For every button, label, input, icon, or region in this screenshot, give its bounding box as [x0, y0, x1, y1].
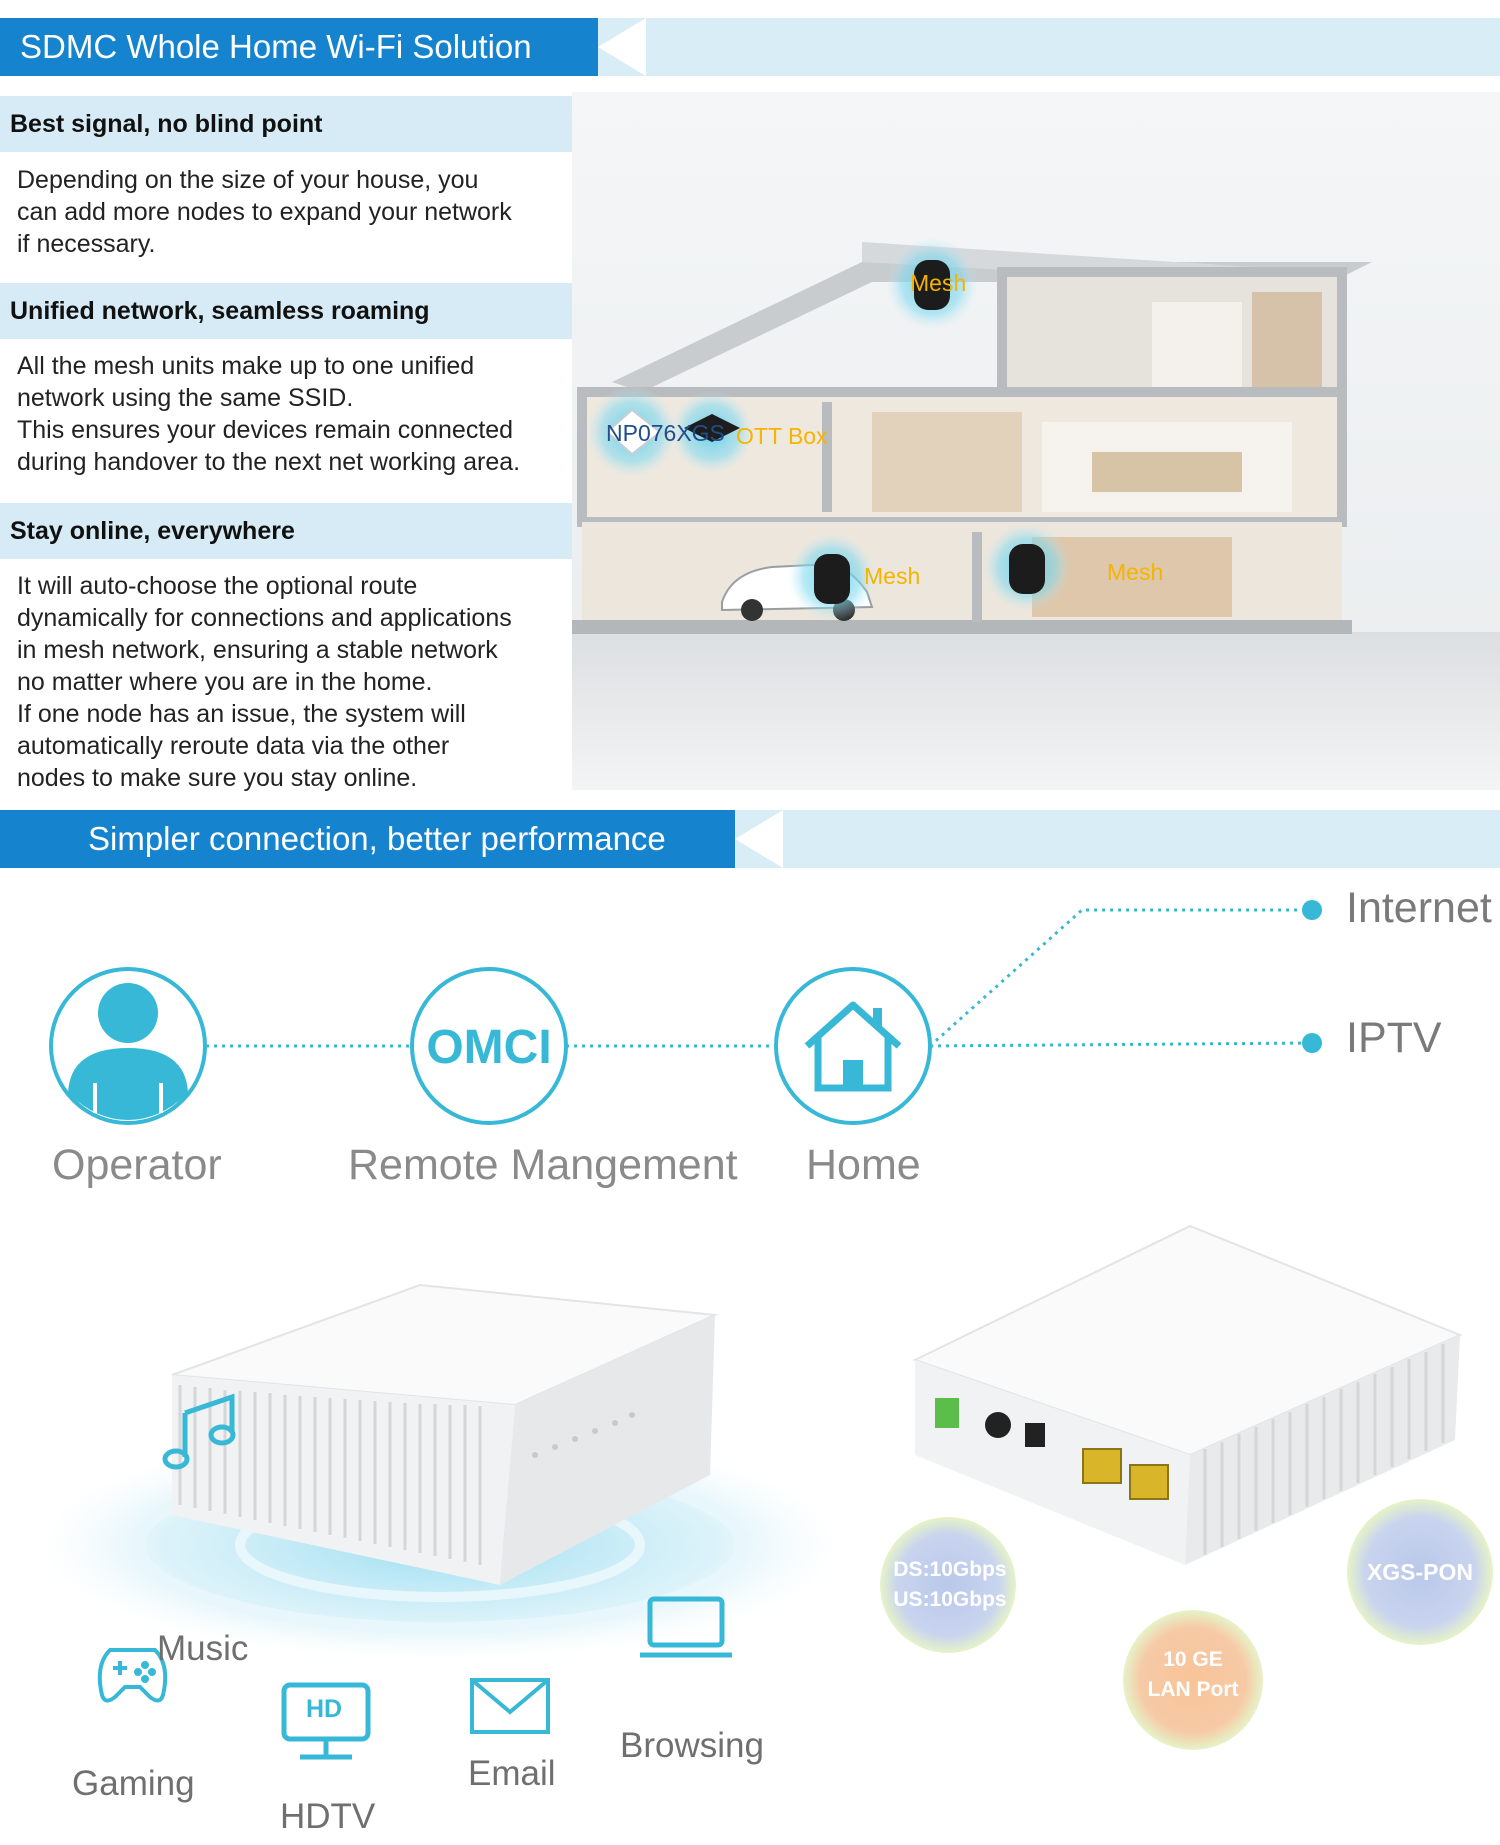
lan-bubble [1123, 1610, 1263, 1750]
feature-line: If one node has an issue, the system wil… [17, 700, 466, 728]
browsing-label: Browsing [620, 1726, 764, 1765]
onu-label: NP076XGS [606, 420, 725, 446]
feature-line: during handover to the next net working … [17, 448, 521, 476]
onu-device-front [171, 1283, 719, 1585]
feature-line: nodes to make sure you stay online. [17, 764, 418, 792]
gaming-label: Gaming [72, 1764, 195, 1803]
connection-svg: OMCI [49, 900, 1322, 1125]
lan-line-1: 10 GE [1163, 1648, 1223, 1671]
feature-line: if necessary. [17, 230, 156, 258]
dc-jack [1025, 1423, 1045, 1447]
music-label: Music [157, 1629, 249, 1668]
mid-banner-title: Simpler connection, better performance [0, 810, 735, 868]
feature-line: network using the same SSID. [17, 384, 354, 412]
iptv-dot [1302, 1033, 1322, 1053]
speed-text: DS:10Gbps US:10Gbps [880, 1555, 1020, 1615]
connection-diagram: OMCI Operator Remote Mangement Home Inte… [0, 868, 1500, 1208]
email-icon [470, 1678, 550, 1734]
speed-ds: DS:10Gbps [893, 1558, 1007, 1581]
feature-line: in mesh network, ensuring a stable netwo… [17, 636, 498, 664]
feature-title-signal: Best signal, no blind point [0, 96, 572, 152]
feature-body-signal: Depending on the size of your house, you… [17, 164, 572, 260]
top-banner-arrow [598, 18, 646, 76]
home-label: Home [806, 1141, 921, 1189]
hdtv-label: HDTV [280, 1797, 376, 1836]
power-button [985, 1412, 1011, 1438]
feature-line: can add more nodes to expand your networ… [17, 198, 512, 226]
feature-body-roaming: All the mesh units make up to one unifie… [17, 350, 572, 478]
devices-svg [40, 1225, 1493, 1760]
mid-banner-arrow [735, 810, 783, 868]
laptop-icon [640, 1596, 732, 1658]
mesh-label-garage: Mesh [864, 563, 920, 589]
pon-text: XGS-PON [1350, 1557, 1490, 1587]
feature-body-online: It will auto-choose the optional route d… [17, 570, 572, 794]
music-icon [162, 1393, 236, 1470]
feature-line: This ensures your devices remain connect… [17, 416, 514, 444]
hdtv-icon [281, 1682, 371, 1760]
mesh-label-right: Mesh [1107, 559, 1163, 585]
feature-line: It will auto-choose the optional route [17, 572, 418, 600]
feature-line: dynamically for connections and applicat… [17, 604, 512, 632]
internet-label: Internet [1346, 884, 1492, 932]
feature-line: All the mesh units make up to one unifie… [17, 352, 475, 380]
mesh-label-top: Mesh [910, 270, 966, 296]
operator-icon [49, 967, 207, 1125]
iptv-label: IPTV [1346, 1014, 1442, 1062]
gamepad-icon [97, 1648, 168, 1703]
lan-port-1 [1082, 1448, 1122, 1484]
omci-badge-text: OMCI [426, 1021, 551, 1074]
home-icon [774, 967, 932, 1125]
speed-bubble [880, 1517, 1016, 1653]
house-cutaway-svg: Mesh NP076XGS OTT Box Mesh Mesh [572, 92, 1500, 790]
speed-us: US:10Gbps [893, 1588, 1007, 1611]
lan-line-2: LAN Port [1147, 1678, 1239, 1701]
ott-label: OTT Box [736, 423, 828, 449]
pon-label: XGS-PON [1366, 1559, 1474, 1585]
omci-icon [410, 967, 568, 1125]
feature-line: Depending on the size of your house, you [17, 166, 479, 194]
feature-title-roaming: Unified network, seamless roaming [0, 283, 572, 339]
email-label: Email [468, 1754, 556, 1793]
internet-dot [1302, 900, 1322, 920]
onu-device-rear [912, 1225, 1463, 1565]
pon-port [935, 1398, 959, 1428]
remote-management-label: Remote Mangement [348, 1141, 738, 1189]
feature-line: no matter where you are in the home. [17, 668, 433, 696]
top-banner-title: SDMC Whole Home Wi-Fi Solution [0, 18, 598, 76]
operator-label: Operator [52, 1141, 222, 1189]
feature-line: automatically reroute data via the other [17, 732, 450, 760]
lan-port-2 [1129, 1464, 1169, 1500]
hd-badge: HD [306, 1695, 343, 1723]
house-illustration: Mesh NP076XGS OTT Box Mesh Mesh [572, 92, 1500, 790]
pon-bubble [1347, 1499, 1493, 1645]
lan-text: 10 GE LAN Port [1123, 1645, 1263, 1705]
feature-title-online: Stay online, everywhere [0, 503, 572, 559]
mid-banner: Simpler connection, better performance [0, 810, 1500, 868]
top-banner: SDMC Whole Home Wi-Fi Solution [0, 18, 1500, 76]
